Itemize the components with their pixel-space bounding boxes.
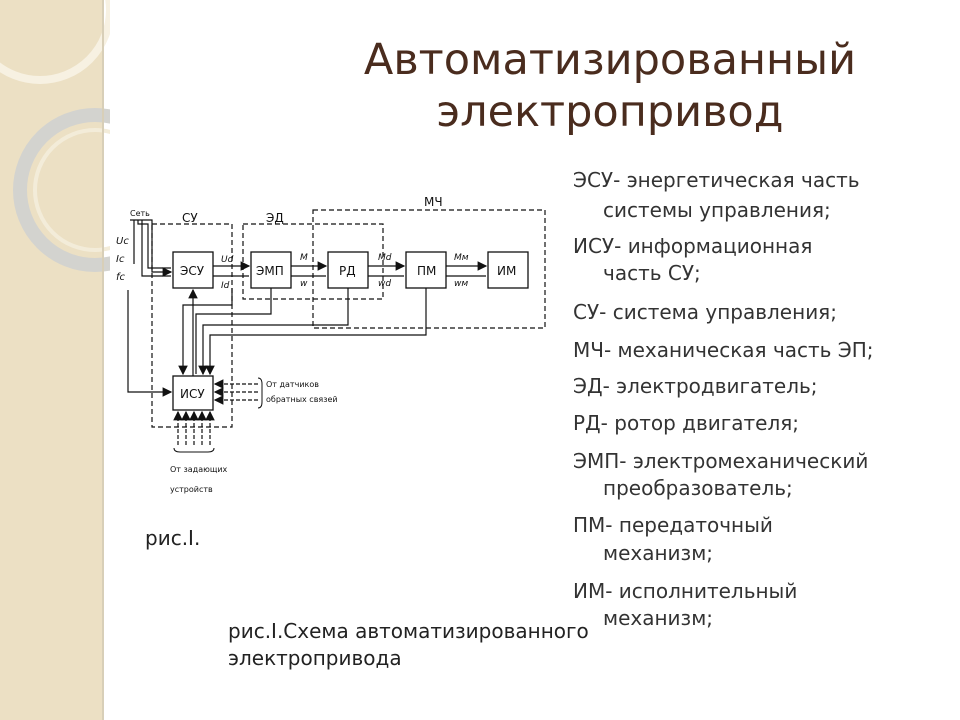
legend-item-esu-cont: системы управления; bbox=[603, 198, 831, 222]
legend-item-isu: ИСУ- информационная bbox=[573, 234, 813, 258]
signal-w-label: w bbox=[300, 279, 308, 289]
su-group-box bbox=[151, 223, 233, 428]
legend-item-emp-cont: преобразователь; bbox=[603, 476, 793, 500]
input-set-label: Сеть bbox=[130, 209, 150, 218]
su-group-label: СУ bbox=[182, 211, 198, 225]
isu-block bbox=[172, 375, 214, 411]
im-block bbox=[487, 251, 529, 289]
electric-drive-block-diagram: СУ ЭД МЧ ЭСУ ЭМП РД ПМ ИМ ИСУ Сеть Uc Ic… bbox=[116, 195, 546, 494]
signal-mm-label: Mм bbox=[454, 253, 469, 263]
legend-item-ed: ЭД- электродвигатель; bbox=[573, 374, 818, 398]
legend-item-im: ИМ- исполнительный bbox=[573, 579, 798, 603]
input-fc-label: fc bbox=[116, 272, 126, 283]
legend-item-pm: ПМ- передаточный bbox=[573, 513, 773, 537]
legend-item-rd: РД- ротор двигателя; bbox=[573, 411, 800, 435]
emp-block bbox=[250, 251, 292, 289]
mch-group-label: МЧ bbox=[424, 195, 443, 209]
figure-caption-line-2: электропривода bbox=[228, 646, 402, 670]
forward-signal-lines bbox=[213, 261, 488, 277]
signal-md-label: Md bbox=[378, 253, 392, 263]
legend-item-im-cont: механизм; bbox=[603, 606, 714, 630]
signal-wd-label: wd bbox=[378, 279, 391, 289]
setter-brace bbox=[173, 447, 215, 453]
signal-m-label: M bbox=[300, 253, 308, 263]
isu-block-label: ИСУ bbox=[180, 387, 205, 401]
legend-item-su: СУ- система управления; bbox=[573, 300, 837, 324]
figure-caption-short: рис.I. bbox=[145, 526, 201, 550]
sensor-brace bbox=[257, 377, 263, 409]
sensors-note-line-2: обратных связей bbox=[266, 395, 338, 404]
sensor-input-lines bbox=[213, 379, 258, 405]
setters-note-line-2: устройств bbox=[170, 485, 213, 494]
setters-note-line-1: От задающих bbox=[170, 465, 228, 474]
mch-group-box bbox=[312, 209, 546, 329]
legend-item-esu: ЭСУ- энергетическая часть bbox=[573, 168, 860, 192]
signal-ud-label: Ud bbox=[221, 255, 234, 265]
slide-title: Автоматизированный электропривод bbox=[300, 34, 920, 138]
pm-block-label: ПМ bbox=[417, 264, 436, 278]
legend-item-mch: МЧ- механическая часть ЭП; bbox=[573, 338, 874, 362]
emp-block-label: ЭМП bbox=[256, 264, 284, 278]
esu-block-label: ЭСУ bbox=[180, 264, 205, 278]
sensors-note-line-1: От датчиков bbox=[266, 380, 319, 389]
signal-id-label: Id bbox=[221, 281, 230, 291]
feedback-lines bbox=[127, 288, 427, 397]
figure-caption-line-1: рис.I.Схема автоматизированного bbox=[228, 619, 589, 643]
input-ic-label: Ic bbox=[116, 254, 125, 265]
figure-caption: рис.I.Схема автоматизированного электроп… bbox=[228, 618, 589, 672]
pm-block bbox=[405, 251, 447, 289]
title-line-1: Автоматизированный bbox=[363, 35, 857, 85]
legend-item-pm-cont: механизм; bbox=[603, 541, 714, 565]
legend-item-emp: ЭМП- электромеханический bbox=[573, 449, 869, 473]
esu-block bbox=[172, 251, 214, 289]
setter-input-lines bbox=[173, 410, 215, 445]
im-block-label: ИМ bbox=[497, 264, 516, 278]
title-line-2: электропривод bbox=[436, 87, 784, 137]
decorative-circles bbox=[0, 0, 110, 720]
input-uc-label: Uc bbox=[116, 236, 129, 247]
signal-wm-label: wм bbox=[454, 279, 468, 289]
ed-group-label: ЭД bbox=[266, 211, 284, 225]
legend-item-isu-cont: часть СУ; bbox=[603, 261, 701, 285]
rd-block-label: РД bbox=[339, 264, 356, 278]
network-wiring bbox=[130, 219, 173, 277]
